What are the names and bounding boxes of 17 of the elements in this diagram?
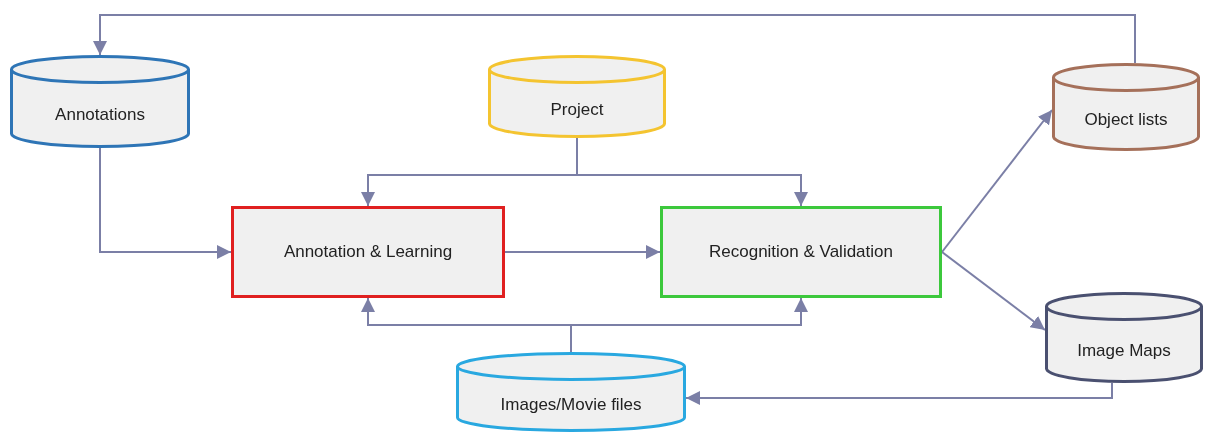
process-box bbox=[231, 206, 505, 298]
process-box bbox=[660, 206, 942, 298]
node-label: Object lists bbox=[1083, 109, 1169, 131]
node-label: Annotation & Learning bbox=[282, 241, 454, 263]
node-label: Images/Movie files bbox=[499, 394, 643, 416]
node-label: Project bbox=[549, 98, 605, 121]
node-label: Recognition & Validation bbox=[708, 241, 894, 263]
node-label: Annotations bbox=[54, 103, 146, 126]
arrow bbox=[93, 14, 1136, 64]
arrow bbox=[941, 109, 1053, 253]
arrow bbox=[941, 251, 1046, 331]
node-label: Image Maps bbox=[1076, 339, 1172, 362]
arrow bbox=[570, 297, 808, 353]
arrow bbox=[504, 245, 661, 259]
arrow bbox=[685, 382, 1113, 405]
arrow bbox=[99, 147, 232, 259]
arrow bbox=[576, 137, 808, 207]
